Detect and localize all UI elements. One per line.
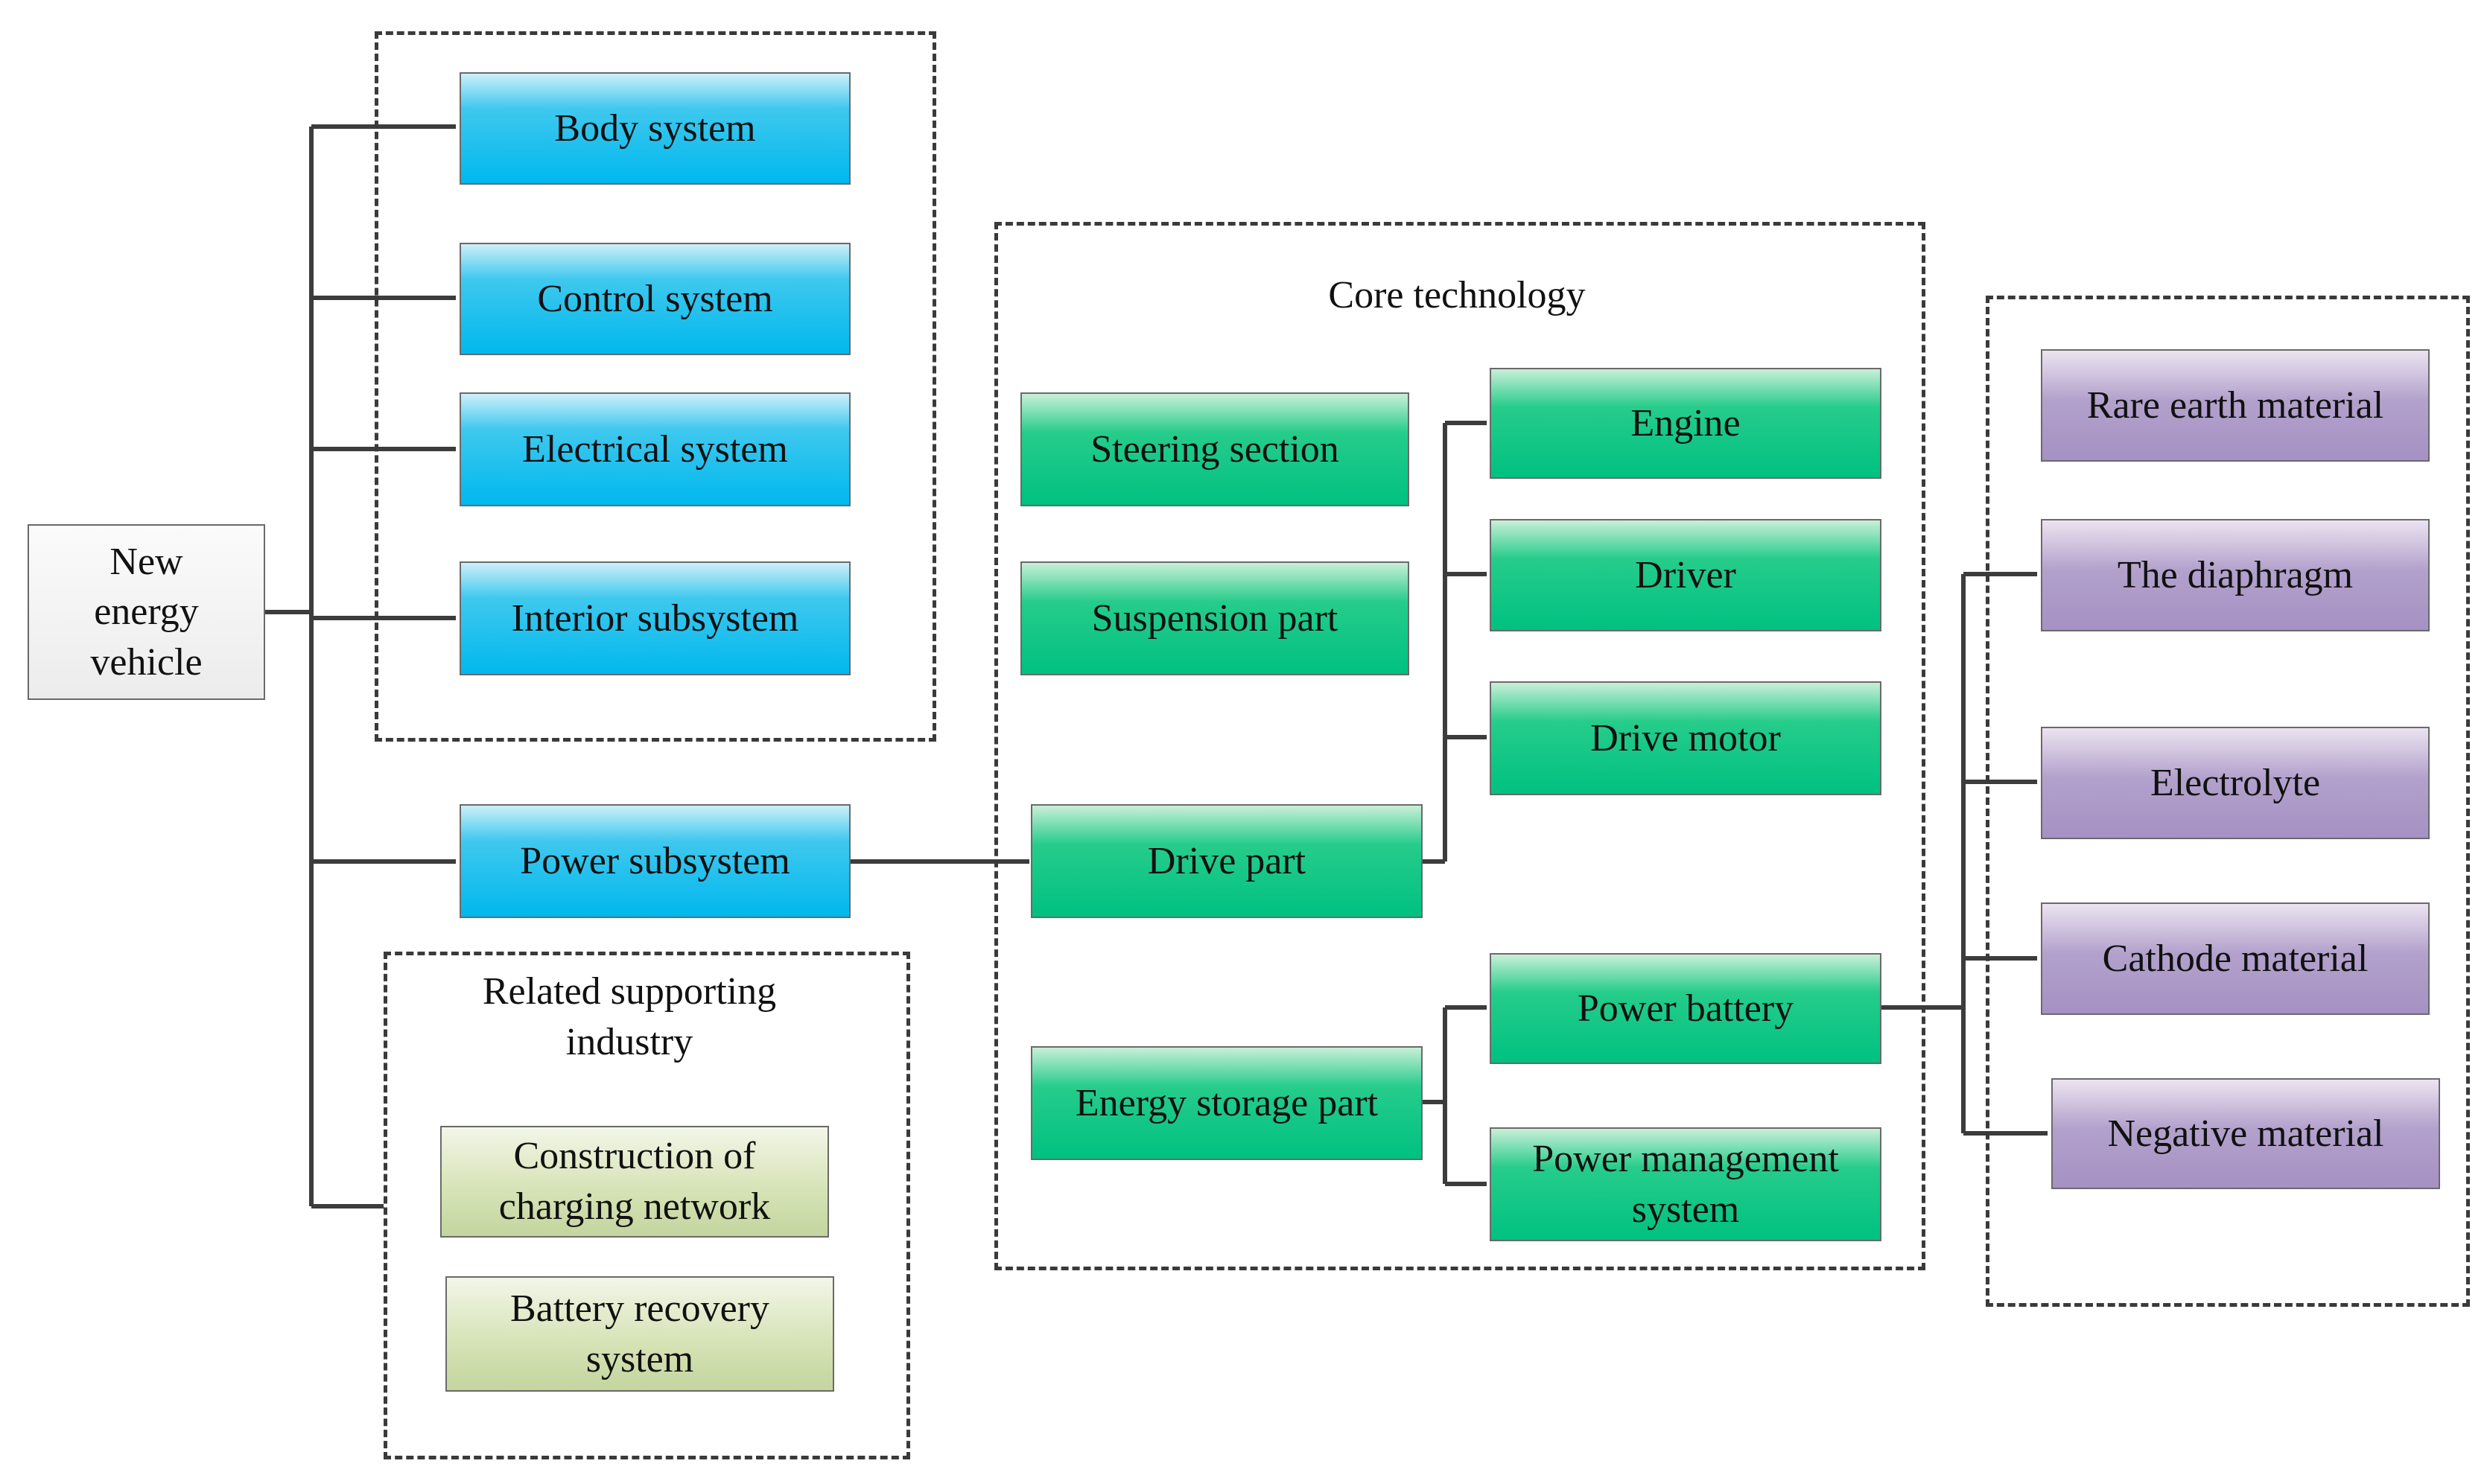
new-energy-vehicle-node: New energy vehicle [28, 524, 265, 700]
power-subsystem-node: Power subsystem [460, 804, 851, 918]
engine-node: Engine [1490, 368, 1881, 479]
electrolyte-node: Electrolyte [2041, 727, 2430, 839]
interior-subsystem-node: Interior subsystem [460, 561, 851, 675]
steering-section-node: Steering section [1020, 392, 1409, 506]
energy-storage-part-node: Energy storage part [1031, 1046, 1423, 1160]
driver-node: Driver [1490, 519, 1881, 631]
vehicle-systems-group [375, 31, 936, 742]
control-system-node: Control system [460, 243, 851, 355]
power-management-system-node: Power management system [1490, 1127, 1881, 1241]
supporting-industry-title: Related supporting industry [482, 970, 777, 1063]
negative-material-node: Negative material [2051, 1078, 2440, 1189]
diaphragm-node: The diaphragm [2041, 519, 2430, 631]
materials-group [1986, 296, 2470, 1307]
drive-motor-node: Drive motor [1490, 681, 1881, 795]
core-technology-group [994, 222, 1925, 1270]
electrical-system-node: Electrical system [460, 392, 851, 506]
core-technology-title: Core technology [1328, 274, 1586, 316]
suspension-part-node: Suspension part [1020, 561, 1409, 675]
charging-network-node: Construction of charging network [440, 1126, 829, 1238]
battery-recovery-node: Battery recovery system [445, 1276, 834, 1392]
drive-part-node: Drive part [1031, 804, 1423, 918]
cathode-material-node: Cathode material [2041, 902, 2430, 1015]
power-battery-node: Power battery [1490, 953, 1881, 1064]
rare-earth-material-node: Rare earth material [2041, 349, 2430, 462]
supporting-industry-group [384, 952, 910, 1459]
body-system-node: Body system [460, 72, 851, 185]
